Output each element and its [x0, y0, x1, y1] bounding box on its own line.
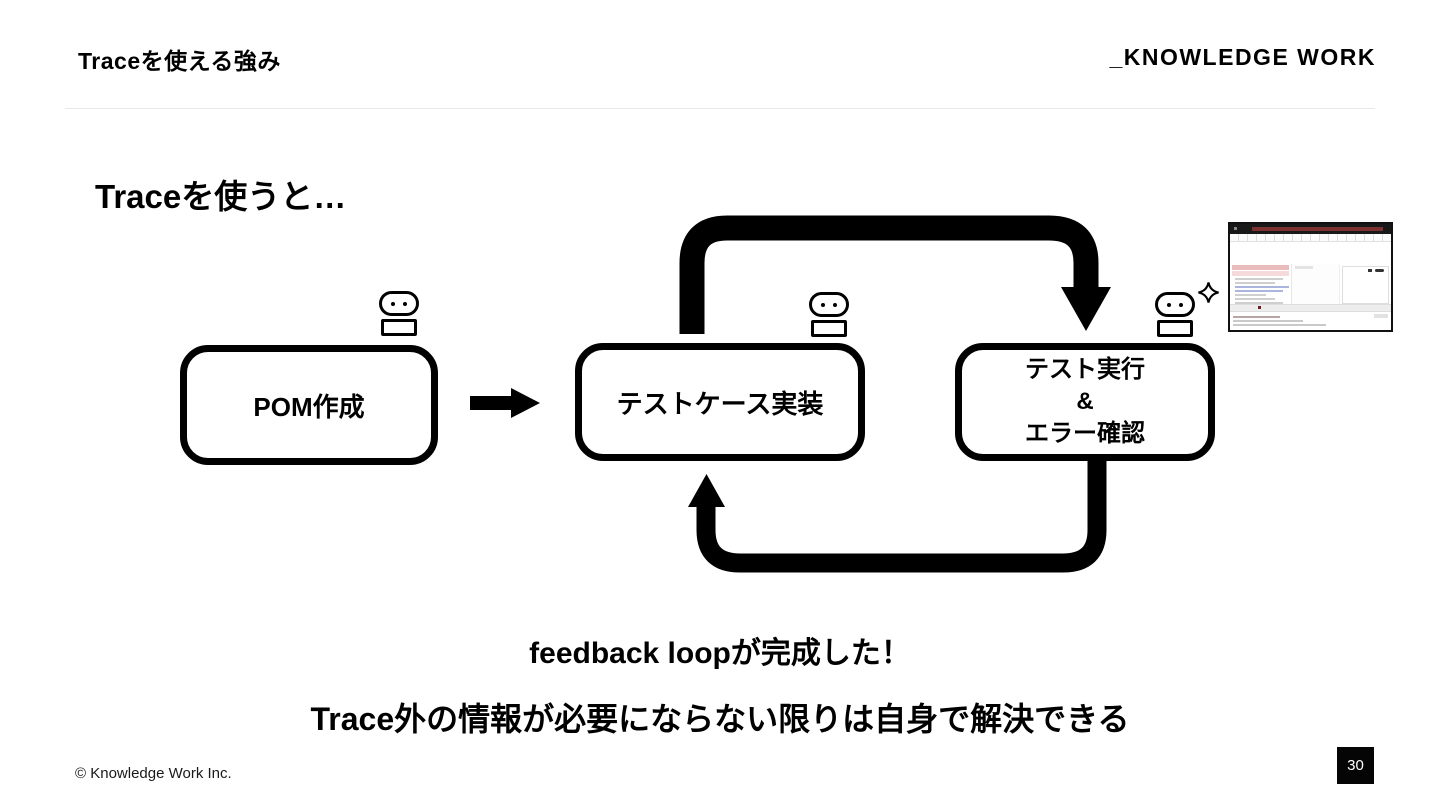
robot-body: [811, 320, 847, 337]
flow-box-testrun: テスト実行 & エラー確認: [955, 343, 1215, 461]
flow-box-label: POM作成: [253, 391, 365, 422]
robot-head: [809, 292, 849, 317]
robot-icon: [376, 291, 422, 336]
thumbnail-action-list: [1230, 264, 1292, 304]
thumbnail-detail-pane: [1292, 264, 1339, 304]
flow-box-label: エラー確認: [1025, 419, 1145, 447]
thumbnail-selected-row: [1232, 265, 1289, 270]
thumbnail-timeline: [1252, 227, 1383, 231]
arrow-right-icon: [470, 388, 540, 418]
flow-box-testcase: テストケース実装: [575, 343, 865, 461]
brand-logo: _KNOWLEDGE WORK: [1109, 44, 1376, 70]
thumbnail-console: [1230, 312, 1391, 328]
flow-box-label: &: [1076, 388, 1094, 416]
flow-box-label: テストケース実装: [616, 388, 824, 419]
robot-icon: [1152, 292, 1198, 337]
loop-arrow-bottom: [688, 461, 1107, 573]
copyright: © Knowledge Work Inc.: [75, 765, 232, 782]
robot-body: [381, 319, 417, 336]
flow-box-label: テスト実行: [1025, 356, 1145, 384]
conclusion-line-2: Trace外の情報が必要にならない限りは自身で解決できる: [310, 701, 1130, 737]
thumbnail-preview-pane: [1339, 264, 1391, 304]
page-number-badge: 30: [1337, 747, 1374, 784]
thumbnail-tab-bar: [1230, 304, 1391, 312]
robot-icon: [806, 292, 852, 337]
thumbnail-header-bar: [1230, 224, 1391, 234]
robot-body: [1157, 320, 1193, 337]
robot-head: [379, 291, 419, 316]
divider: [65, 108, 1375, 109]
conclusion-line-1: feedback loopが完成した！: [529, 637, 911, 670]
sparkle-icon: [1198, 282, 1219, 303]
page-title: Traceを使える強み: [78, 48, 281, 74]
robot-head: [1155, 292, 1195, 317]
loop-arrow-top: [679, 215, 1111, 334]
section-heading: Traceを使うと…: [95, 178, 347, 215]
thumbnail-ruler: [1230, 234, 1391, 242]
flow-box-pom: POM作成: [180, 345, 438, 465]
trace-viewer-thumbnail: [1228, 222, 1393, 332]
